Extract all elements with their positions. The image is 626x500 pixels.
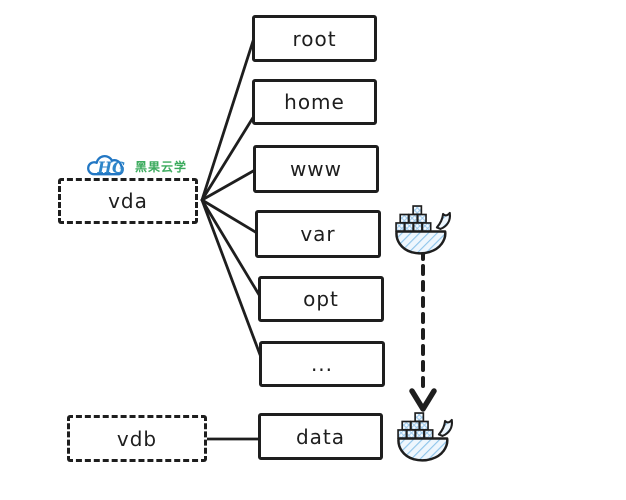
logo-letters: HG (96, 159, 125, 177)
edge-vda-www (200, 168, 257, 202)
docker-whale-icon-bottom (396, 412, 454, 462)
cloud-logo-icon: HG (87, 155, 125, 177)
dashed-arrow (409, 249, 437, 412)
edge-vda-root (200, 36, 256, 202)
mount-box-root: root (252, 15, 377, 62)
edge-vda-var (200, 198, 259, 235)
docker-whale-icon-top (394, 205, 452, 255)
mount-box-www: www (253, 145, 379, 193)
edge-vda-dots (200, 198, 264, 362)
mount-box-home: home (252, 79, 377, 125)
mount-box-opt: opt (258, 276, 384, 322)
watermark: HG 黑果云学 (84, 153, 187, 180)
edge-vda-opt (200, 198, 263, 300)
disk-box-vdb: vdb (67, 415, 207, 462)
mount-box-var: var (255, 210, 381, 258)
mount-box-data: data (258, 413, 383, 460)
mount-box-ellipsis: ... (259, 341, 385, 387)
arrowhead-icon (409, 388, 437, 412)
edge-vda-home (200, 114, 256, 202)
brand-text: 黑果云学 (135, 160, 188, 174)
disk-box-vda: vda (58, 178, 198, 224)
